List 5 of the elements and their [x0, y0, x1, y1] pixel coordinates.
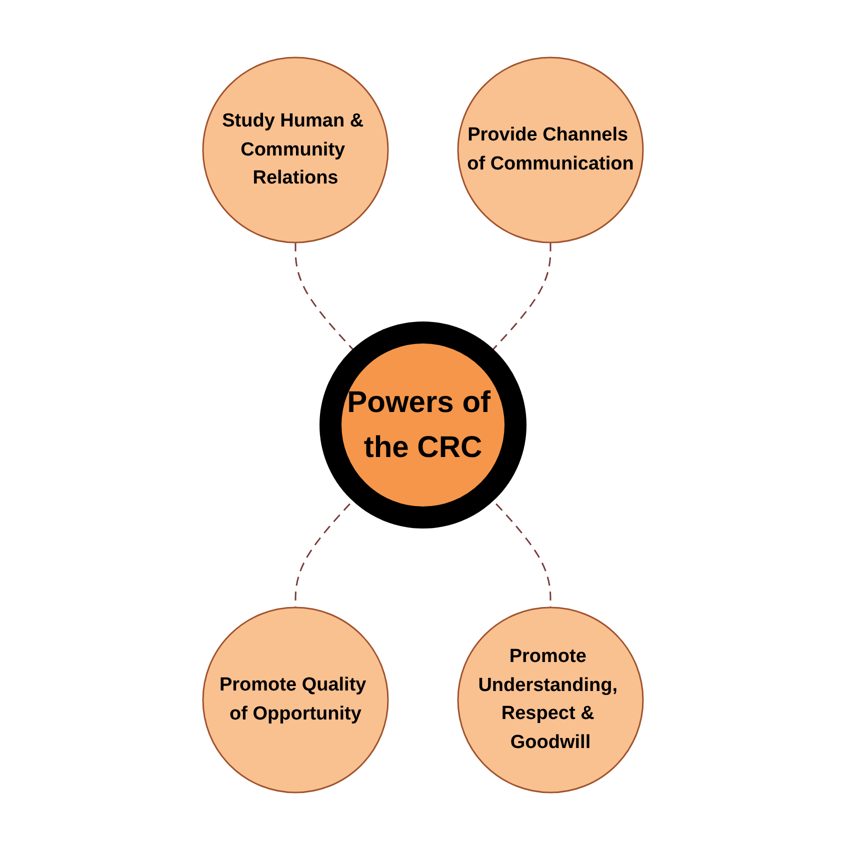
node-circle: Study Human & Community Relations	[202, 56, 388, 244]
node-circle: Provide Channels of Communication	[456, 56, 644, 244]
node-circle: Powers of the CRC	[319, 322, 526, 528]
node-circle: Promote Quality of Opportunity	[202, 606, 388, 794]
node-circle: Promote Understanding, Respect & Goodwill	[456, 606, 644, 794]
